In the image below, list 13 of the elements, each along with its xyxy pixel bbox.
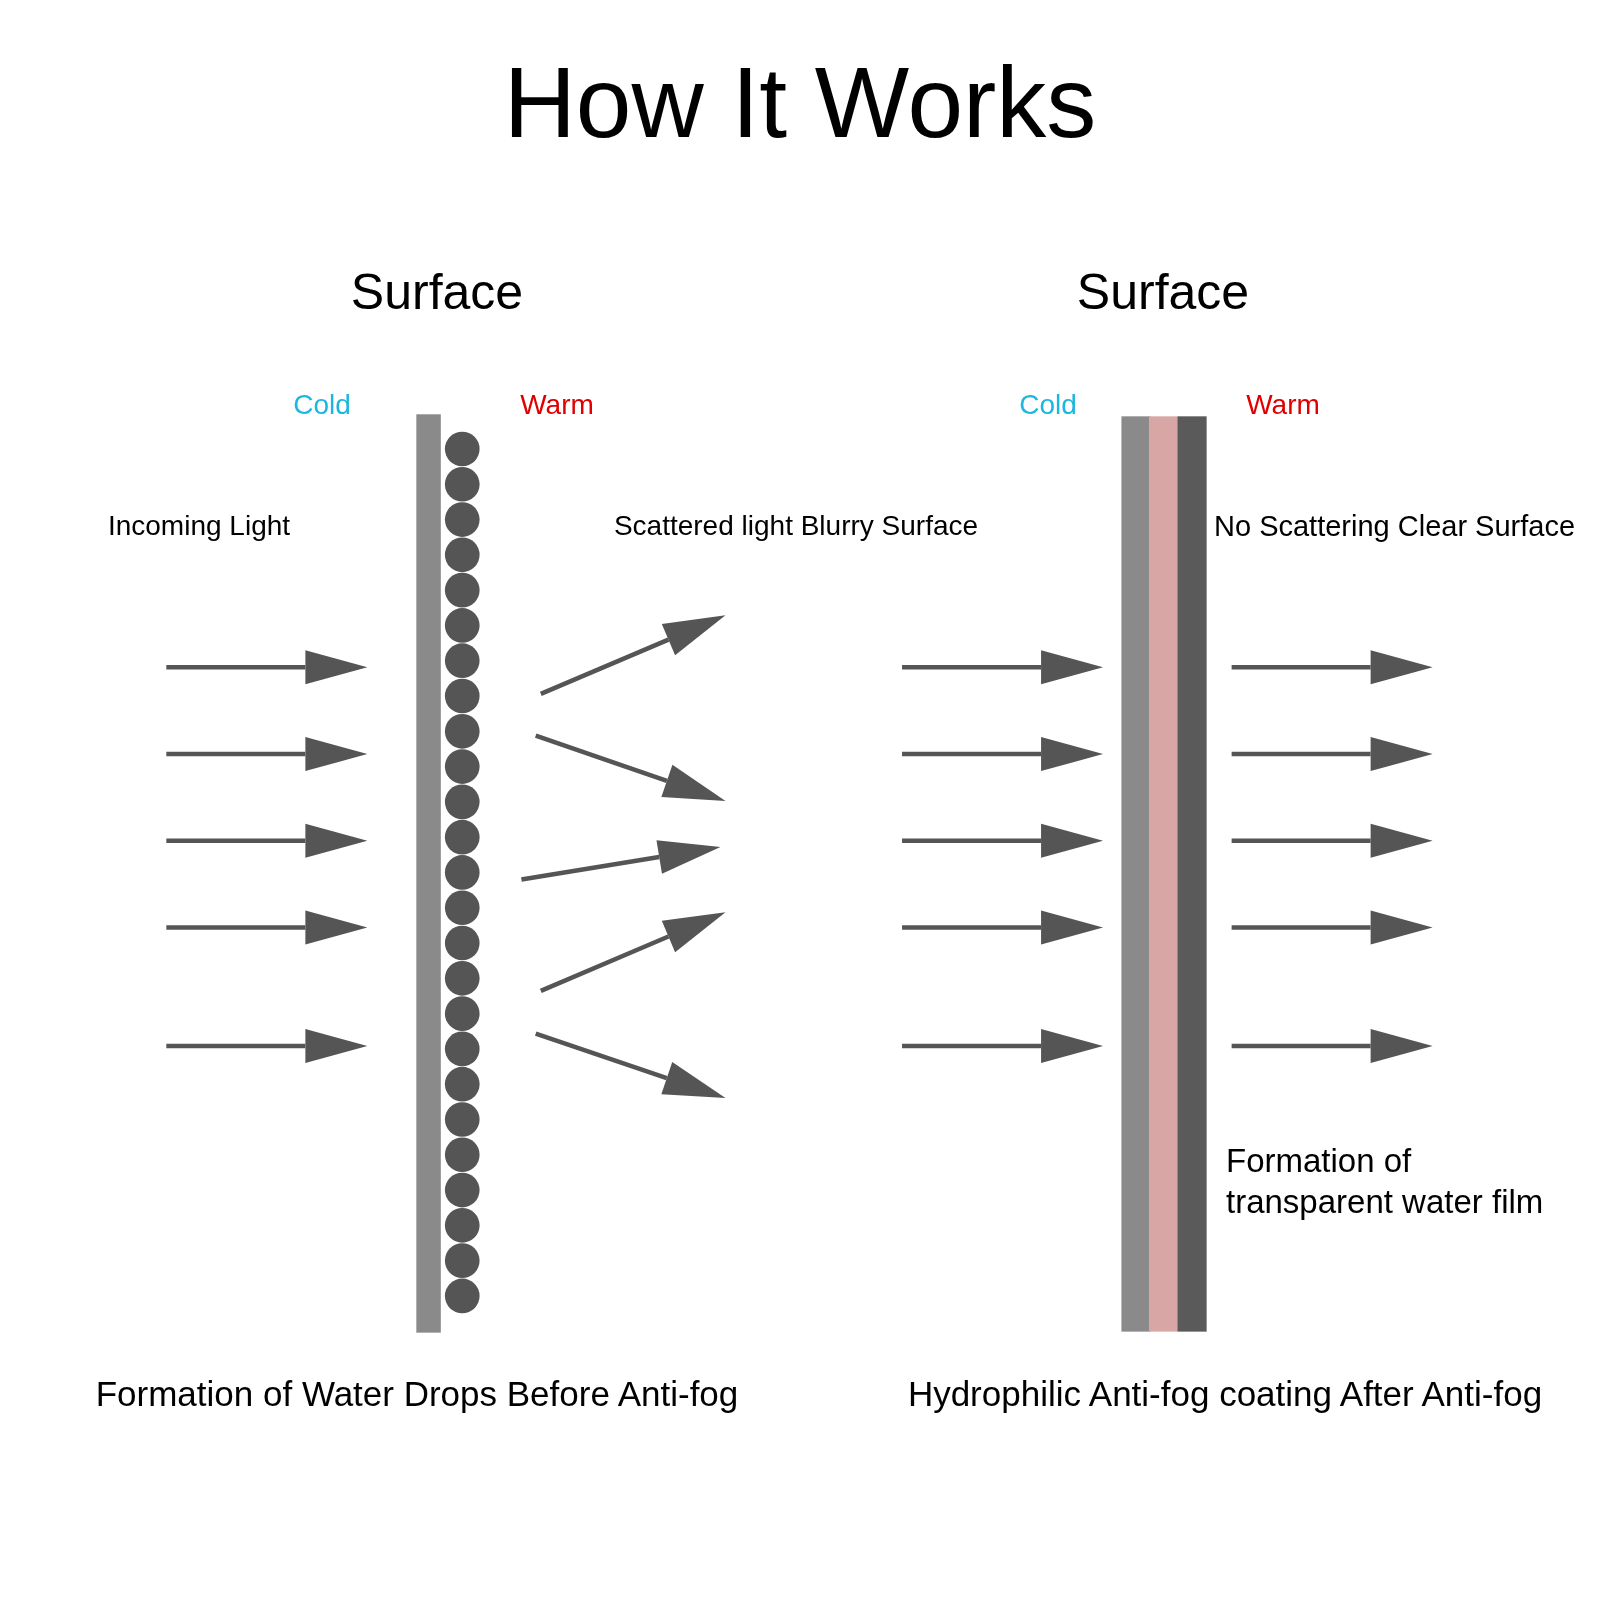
panel-caption: Hydrophilic Anti-fog coating After Anti-fog	[907, 1373, 1543, 1415]
film-note: Formation of transparent water film	[1226, 1141, 1545, 1223]
light-label: Scattered light Blurry Surface	[613, 509, 979, 543]
light-label: Incoming Light	[107, 509, 291, 543]
title: How It Works	[502, 45, 1098, 160]
side-label: Cold	[1019, 388, 1077, 422]
panel-caption: Formation of Water Drops Before Anti-fog	[95, 1373, 739, 1415]
side-label: Warm	[520, 388, 594, 422]
panel-heading: Surface	[350, 263, 524, 322]
side-label: Cold	[293, 388, 351, 422]
panel-heading: Surface	[1076, 263, 1250, 322]
side-label: Warm	[1246, 388, 1320, 422]
light-label: No Scattering Clear Surface	[1214, 509, 1576, 544]
